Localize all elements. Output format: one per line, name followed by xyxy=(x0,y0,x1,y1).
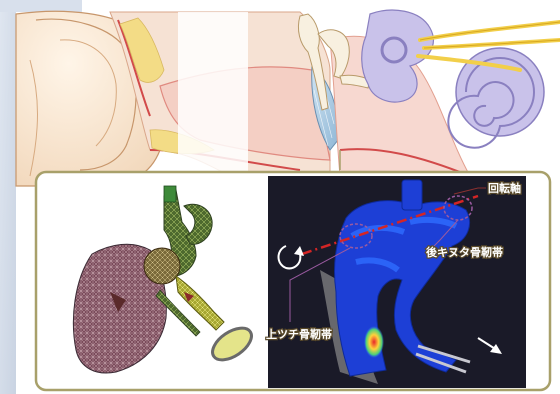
malleus-head-contour xyxy=(402,180,422,210)
superior-ligament-label: 上ツチ骨靭帯 xyxy=(266,327,332,341)
rotation-axis-label: 回転軸 xyxy=(488,181,521,195)
illustration-gap xyxy=(178,12,248,182)
malleus-head-tip xyxy=(164,186,176,202)
ossicle-joint-mesh xyxy=(144,248,180,284)
detail-panel: 回転軸 後キヌタ骨靭帯 上ツチ骨靭帯 xyxy=(36,172,550,390)
posterior-ligament-label: 後キヌタ骨靭帯 xyxy=(426,245,503,259)
stress-hotspot xyxy=(364,326,384,358)
top-left-tab xyxy=(0,0,82,12)
left-edge-panel xyxy=(0,0,16,394)
stress-contour: 回転軸 後キヌタ骨靭帯 上ツチ骨靭帯 xyxy=(266,176,526,388)
